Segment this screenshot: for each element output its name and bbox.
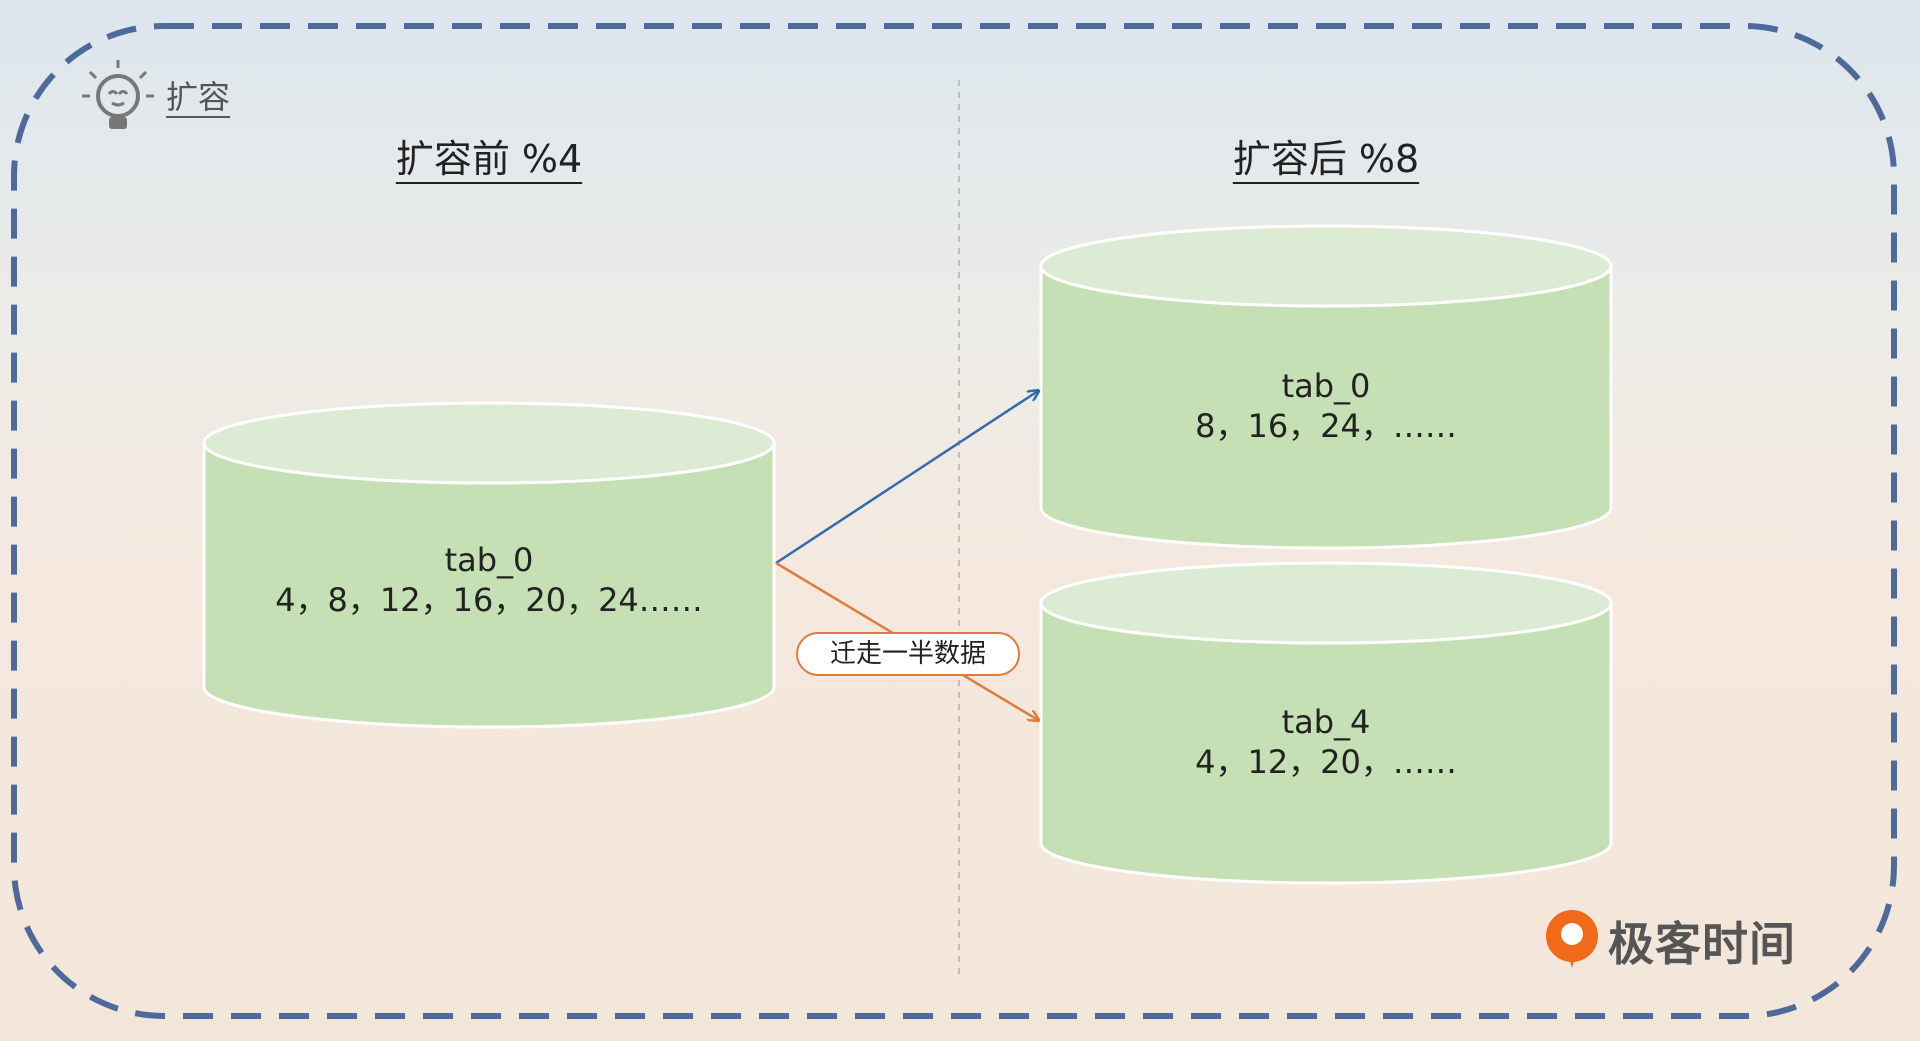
left-title: 扩容前 %4	[395, 137, 583, 181]
db-right-top-name: tab_0	[1281, 367, 1371, 405]
arrow-to-tab0	[775, 391, 1038, 565]
db-right-top-values: 8，16，24，……	[1195, 407, 1457, 445]
db-right-bottom-values: 4，12，20，……	[1195, 743, 1457, 781]
db-left-name: tab_0	[444, 541, 534, 579]
right-title: 扩容后 %8	[1232, 137, 1420, 181]
dashed-border	[11, 23, 1897, 1019]
brand-text: 极客时间	[1608, 917, 1796, 971]
brand-logo-icon	[1546, 910, 1598, 968]
cylinder-right-top	[1039, 224, 1613, 550]
section-label: 扩容	[166, 78, 231, 116]
db-left-values: 4，8，12，16，20，24……	[275, 581, 703, 619]
db-right-top-label: tab_0 8，16，24，……	[1195, 366, 1457, 446]
lightbulb-icon	[82, 60, 154, 129]
db-right-bottom-name: tab_4	[1281, 703, 1371, 741]
db-right-bottom-label: tab_4 4，12，20，……	[1195, 702, 1457, 782]
db-left-label: tab_0 4，8，12，16，20，24……	[275, 540, 703, 620]
cylinder-left	[202, 401, 776, 729]
cylinder-right-bottom	[1039, 561, 1613, 885]
migration-label: 迁走一半数据	[796, 632, 1020, 676]
